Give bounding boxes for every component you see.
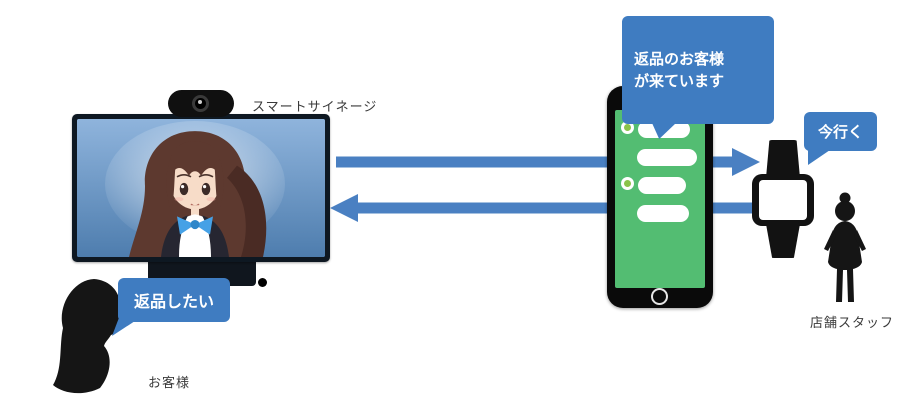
avatar-dot bbox=[624, 180, 631, 187]
staff-label: 店舗スタッフ bbox=[810, 316, 895, 331]
chat-app-screen bbox=[615, 110, 705, 288]
chat-bubble bbox=[637, 149, 697, 166]
virtual-assistant-screen bbox=[77, 119, 325, 257]
smartwatch bbox=[752, 140, 814, 258]
customer-silhouette bbox=[50, 276, 138, 398]
chat-bubble bbox=[638, 177, 686, 194]
customer-speech-bubble: 返品したい bbox=[112, 278, 231, 336]
chat-bubble bbox=[637, 205, 689, 222]
chat-avatar-icon bbox=[621, 121, 634, 134]
watch-strap bbox=[766, 140, 800, 178]
customer-label: お客様 bbox=[148, 376, 191, 391]
staff-silhouette bbox=[816, 190, 874, 312]
customer-request-text: 返品したい bbox=[134, 292, 215, 311]
smart-signage-monitor bbox=[72, 114, 330, 262]
home-button-icon bbox=[651, 288, 668, 305]
staff-speech-bubble: 今行く bbox=[804, 112, 878, 165]
webcam-glint bbox=[198, 100, 202, 104]
watch-body bbox=[752, 174, 814, 226]
smartphone bbox=[607, 86, 713, 308]
bubble-tail bbox=[808, 150, 830, 165]
virtual-assistant-character bbox=[77, 119, 325, 257]
watch-screen bbox=[759, 180, 807, 220]
avatar-dot bbox=[624, 124, 631, 131]
watch-strap bbox=[766, 224, 800, 258]
staff-reply-text: 今行く bbox=[818, 123, 864, 141]
chat-avatar-icon bbox=[621, 177, 634, 190]
chat-message-row bbox=[637, 149, 699, 166]
webcam-icon bbox=[168, 90, 234, 117]
notification-text: 返品のお客様 が来ています bbox=[634, 49, 725, 91]
notification-speech-bubble: 返品のお客様 が来ています bbox=[622, 16, 774, 139]
chat-message-row bbox=[621, 177, 699, 194]
signage-label: スマートサイネージ bbox=[252, 100, 378, 115]
chat-message-row bbox=[637, 205, 699, 222]
monitor-power-knob bbox=[258, 278, 267, 287]
